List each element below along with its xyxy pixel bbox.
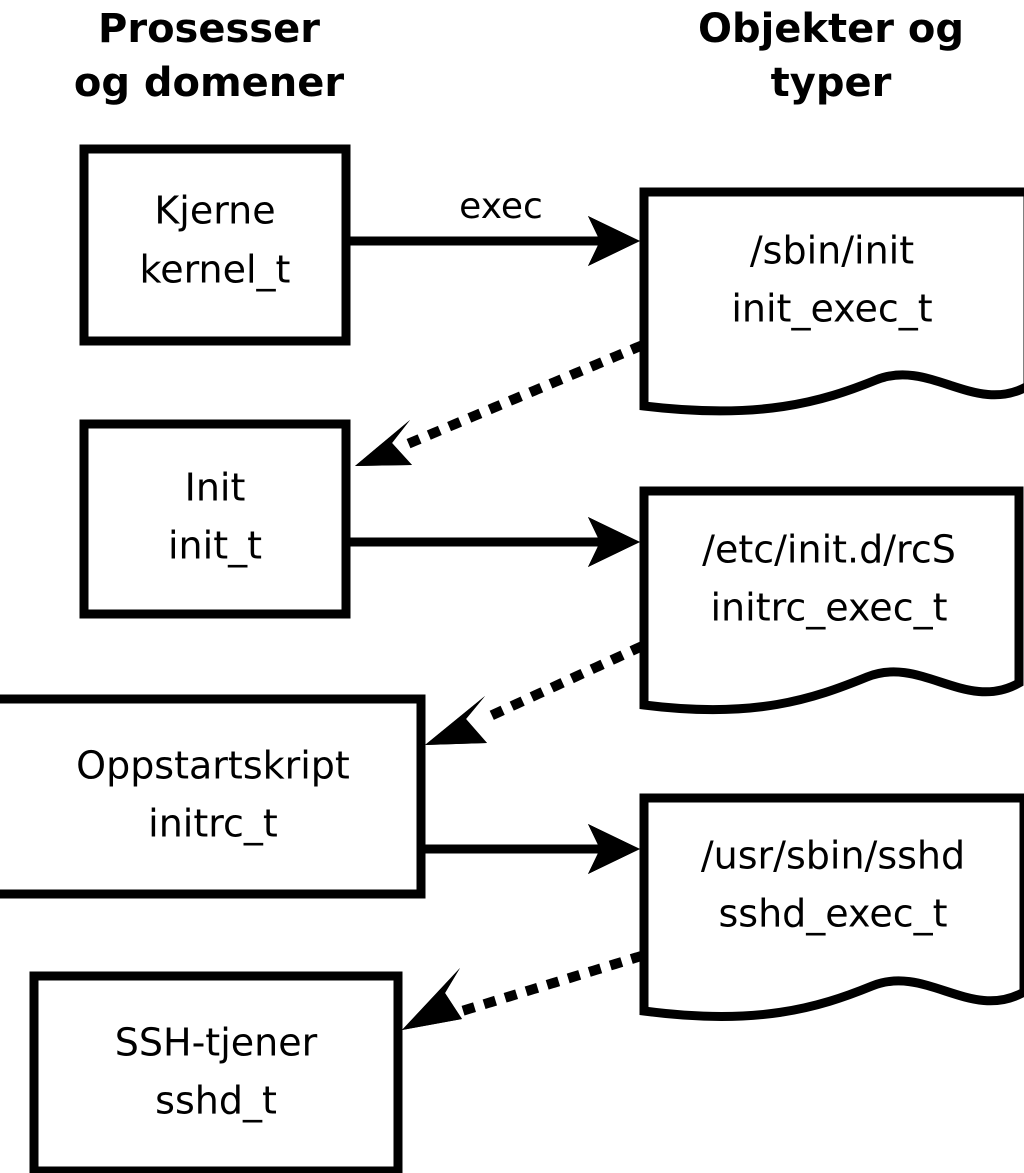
- arrow-head-init-initrc_exec-overlay: [588, 517, 640, 567]
- column-heading-processes-line1: Prosesser: [98, 6, 320, 52]
- object-node-initrc_exec-path: /etc/init.d/rcS: [702, 528, 956, 572]
- column-heading-processes: Prosesser og domener: [74, 6, 345, 106]
- process-node-initrc-type: initrc_t: [148, 802, 278, 846]
- edge-label-exec: exec: [459, 186, 543, 227]
- column-heading-objects: Objekter og typer: [698, 6, 964, 106]
- process-node-initrc-box[interactable]: [0, 694, 426, 899]
- object-node-init_exec-doc[interactable]: [639, 187, 1024, 416]
- process-node-kernel-label: Kjerne: [154, 189, 275, 233]
- process-node-sshd-box[interactable]: [29, 971, 403, 1173]
- column-heading-objects-line2: typer: [771, 60, 892, 106]
- column-heading-processes-line2: og domener: [74, 60, 345, 106]
- object-node-init_exec[interactable]: /sbin/init init_exec_t: [639, 187, 1024, 416]
- arrow-head-initrc-sshd_exec-overlay: [588, 824, 640, 874]
- process-node-kernel[interactable]: Kjerne kernel_t: [79, 144, 351, 346]
- arrow-head-sshd_exec-sshd-overlay: [402, 968, 462, 1030]
- process-node-init-type: init_t: [168, 524, 262, 568]
- object-node-sshd_exec[interactable]: /usr/sbin/sshd sshd_exec_t: [639, 793, 1024, 1022]
- arrow-head-kernel-init_exec-overlay: [588, 216, 640, 266]
- process-node-kernel-box[interactable]: [79, 144, 351, 346]
- object-node-init_exec-path: /sbin/init: [750, 229, 914, 273]
- process-node-initrc-label: Oppstartskript: [76, 744, 350, 788]
- object-node-initrc_exec-type: initrc_exec_t: [711, 586, 948, 630]
- edge-line-initrc_exec-initrc: [479, 641, 645, 725]
- edge-line-sshd_exec-sshd: [455, 950, 645, 1018]
- column-heading-objects-line1: Objekter og: [698, 6, 964, 52]
- edge-init_exec-transition-init: [355, 340, 645, 466]
- process-node-initrc[interactable]: Oppstartskript initrc_t: [0, 694, 426, 899]
- object-node-init_exec-type: init_exec_t: [731, 287, 932, 331]
- process-node-init-box[interactable]: [79, 419, 351, 619]
- edge-line-init_exec-init: [403, 340, 645, 450]
- arrow-head-initrc_exec-initrc-overlay: [425, 696, 487, 745]
- process-node-init[interactable]: Init init_t: [79, 419, 351, 619]
- object-node-initrc_exec[interactable]: /etc/init.d/rcS initrc_exec_t: [639, 486, 1024, 715]
- process-node-kernel-type: kernel_t: [140, 248, 291, 292]
- object-node-sshd_exec-type: sshd_exec_t: [718, 892, 947, 936]
- object-node-sshd_exec-doc[interactable]: [639, 793, 1024, 1022]
- object-node-initrc_exec-doc[interactable]: [639, 486, 1024, 715]
- process-node-init-label: Init: [185, 466, 246, 510]
- process-node-sshd-type: sshd_t: [155, 1079, 277, 1123]
- arrow-head-init_exec-init-overlay: [355, 420, 412, 466]
- object-node-sshd_exec-path: /usr/sbin/sshd: [701, 834, 965, 878]
- process-node-sshd-label: SSH-tjener: [115, 1021, 318, 1065]
- process-node-sshd[interactable]: SSH-tjener sshd_t: [29, 971, 403, 1173]
